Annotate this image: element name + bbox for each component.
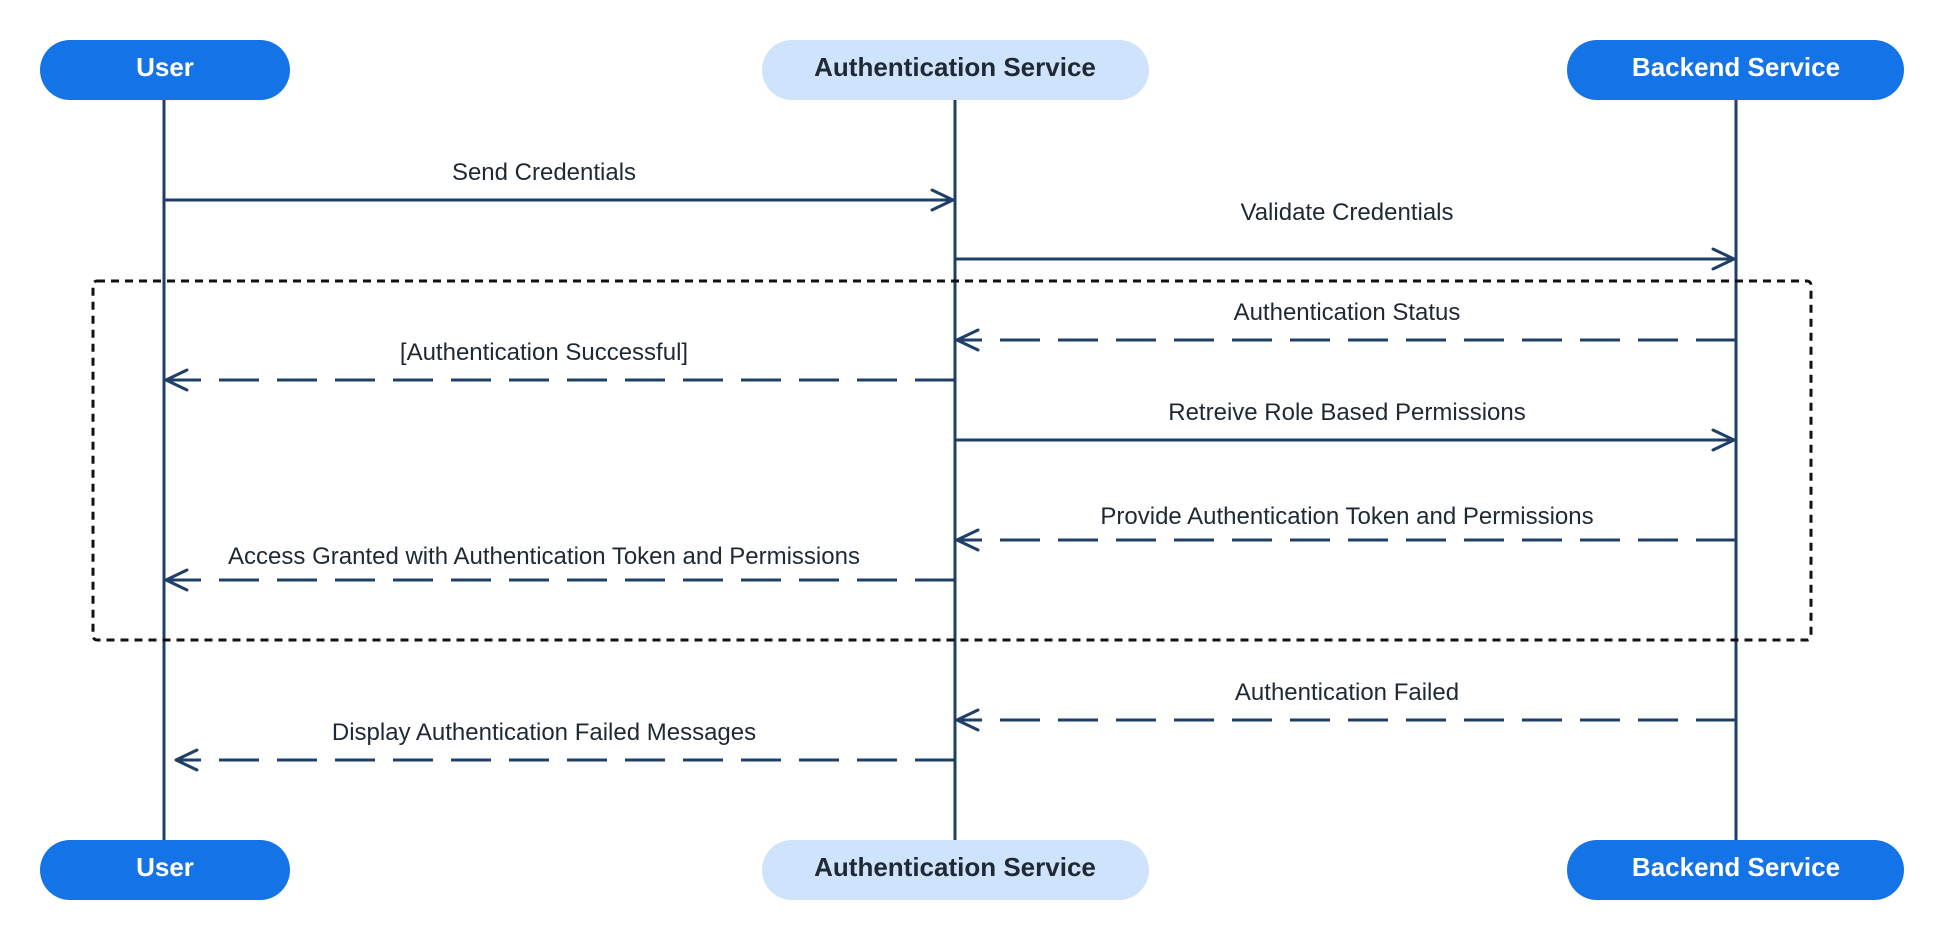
actor-label: Backend Service [1632,852,1840,882]
actor-backend-bottom: Backend Service [1567,840,1904,900]
message-validate-credentials: Validate Credentials [955,199,1736,271]
messages: Send Credentials Validate Credentials Au… [164,159,1736,772]
message-retrieve-permissions: Retreive Role Based Permissions [955,399,1736,452]
actor-auth-bottom: Authentication Service [762,840,1149,900]
message-label: Validate Credentials [1240,199,1453,226]
fragment-frame [91,279,1813,642]
message-authentication-failed: Authentication Failed [955,679,1736,732]
message-label: Display Authentication Failed Messages [332,719,756,746]
message-label: [Authentication Successful] [400,339,688,366]
lifelines [162,100,1738,842]
actor-auth-top: Authentication Service [762,40,1149,100]
message-authentication-successful: [Authentication Successful] [164,339,955,392]
message-send-credentials: Send Credentials [164,159,955,212]
actor-label: Authentication Service [814,52,1096,82]
message-provide-token: Provide Authentication Token and Permiss… [955,503,1736,552]
actor-label: User [136,52,194,82]
message-label: Provide Authentication Token and Permiss… [1100,503,1593,530]
actor-label: Backend Service [1632,52,1840,82]
message-display-failed: Display Authentication Failed Messages [174,719,955,772]
actor-label: User [136,852,194,882]
message-access-granted: Access Granted with Authentication Token… [164,543,955,592]
actor-user-top: User [40,40,290,100]
message-label: Access Granted with Authentication Token… [228,543,860,570]
message-label: Authentication Status [1234,299,1461,326]
message-authentication-status: Authentication Status [955,299,1736,352]
actor-backend-top: Backend Service [1567,40,1904,100]
message-label: Retreive Role Based Permissions [1168,399,1525,426]
message-label: Authentication Failed [1235,679,1459,706]
actor-user-bottom: User [40,840,290,900]
actor-label: Authentication Service [814,852,1096,882]
message-label: Send Credentials [452,159,636,186]
